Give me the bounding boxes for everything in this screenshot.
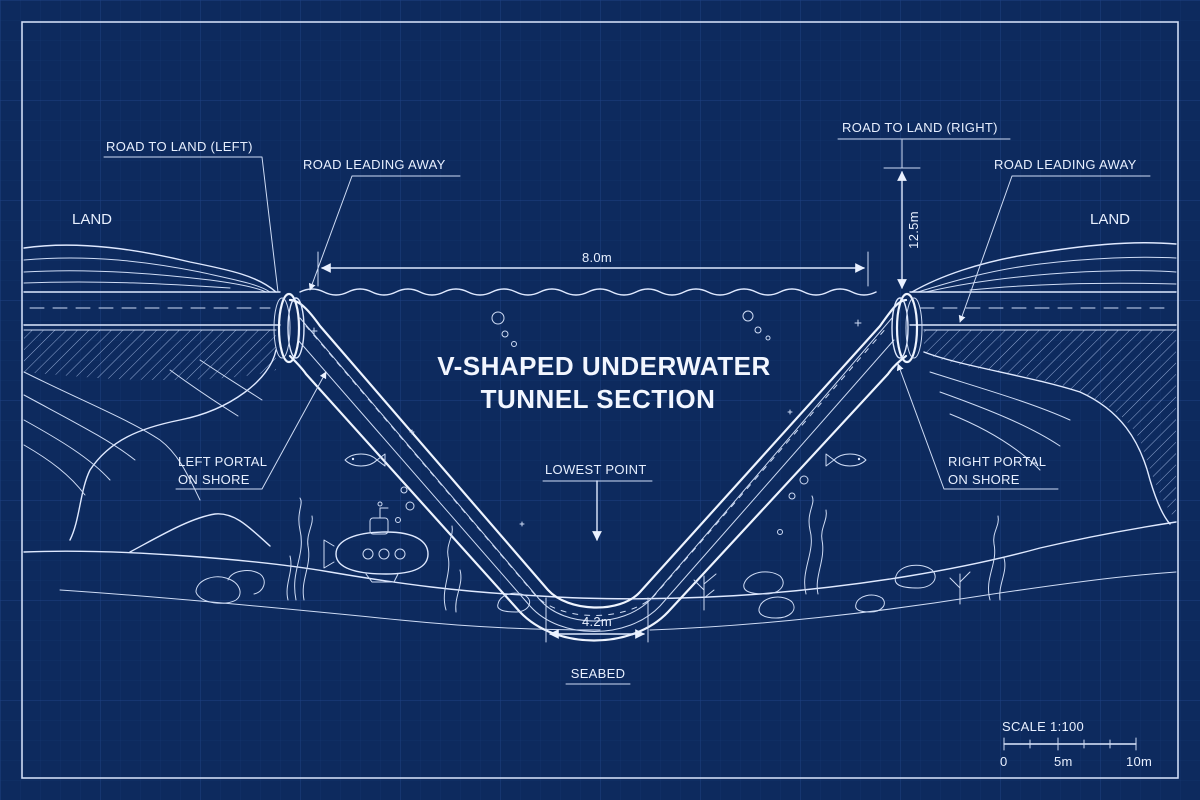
seaweed-plants [286, 495, 1006, 613]
land-left-label: LAND [72, 211, 112, 228]
border-frame [21, 21, 1179, 779]
land-right-label: LAND [1090, 211, 1130, 228]
left-portal-label-line2: ON SHORE [178, 472, 250, 487]
water-surface [299, 288, 877, 296]
right-land [909, 242, 1177, 525]
road-leading-away-left-label: ROAD LEADING AWAY [303, 157, 446, 172]
seabed-profile [23, 513, 1177, 631]
scale-tick-5m: 5m [1054, 754, 1073, 769]
diagram-title-line2: TUNNEL SECTION [481, 384, 716, 414]
bottom-width-label: 4.2m [582, 614, 612, 629]
road-leading-away-left-leader [308, 175, 461, 291]
scale-tick-10m: 10m [1126, 754, 1152, 769]
right-portal-label-line2: ON SHORE [948, 472, 1020, 487]
road-leading-away-right-leader [958, 175, 1151, 323]
fish-right-icon [825, 453, 867, 467]
height-dimension: 12.5m [883, 139, 921, 289]
seabed-rocks [195, 564, 936, 619]
road-to-land-left-label: ROAD TO LAND (LEFT) [106, 139, 253, 154]
submarine-icon [323, 507, 429, 583]
sparkles [310, 319, 862, 527]
height-dimension-label: 12.5m [906, 211, 921, 249]
right-portal-label-line1: RIGHT PORTAL [948, 454, 1046, 469]
road-leading-away-right-label: ROAD LEADING AWAY [994, 157, 1137, 172]
seabed-label: SEABED [571, 666, 626, 681]
diagram-title-line1: V-SHAPED UNDERWATER [437, 351, 771, 381]
fish-left-icon [344, 453, 386, 467]
road-to-land-left-leader [103, 156, 279, 293]
left-land [23, 244, 281, 541]
bubbles [377, 310, 809, 535]
bottom-width-dimension: 4.2m [545, 597, 649, 643]
scale-bar: SCALE 1:100 0 5m 10m [1000, 719, 1152, 769]
right-portal [891, 292, 923, 364]
span-dimension: 8.0m [317, 250, 869, 287]
left-portal [273, 292, 305, 364]
road-to-land-right-label: ROAD TO LAND (RIGHT) [842, 120, 998, 135]
scale-tick-0: 0 [1000, 754, 1008, 769]
right-portal-leader [896, 363, 1059, 490]
lowest-point-label: LOWEST POINT [545, 462, 647, 477]
span-dimension-label: 8.0m [582, 250, 612, 265]
left-portal-label-line1: LEFT PORTAL [178, 454, 267, 469]
scale-title: SCALE 1:100 [1002, 719, 1084, 734]
left-portal-leader [175, 371, 327, 490]
